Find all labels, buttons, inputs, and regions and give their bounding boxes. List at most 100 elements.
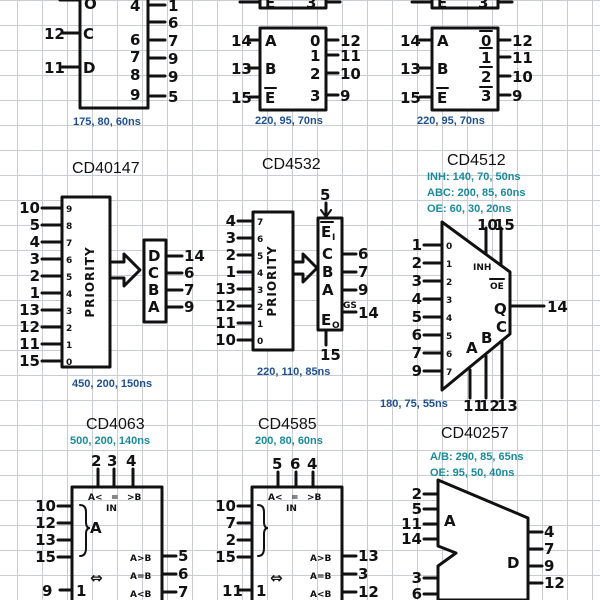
output-name: D — [148, 247, 160, 265]
input-name: 1 — [256, 582, 266, 600]
enable-out-label: E — [321, 311, 331, 329]
in-label: IN — [106, 504, 117, 514]
pin-number: 5 — [272, 455, 282, 473]
pin-number: 4 — [30, 233, 40, 251]
pin-number: 4 — [307, 455, 317, 473]
pin-number: 15 — [215, 548, 236, 566]
pin-number: 2 — [91, 452, 101, 470]
input-name: 7 — [257, 218, 263, 228]
oe-label: OE — [490, 282, 504, 292]
input-name: 0 — [446, 242, 452, 252]
pin-number: 9 — [412, 362, 422, 380]
output-name: C — [322, 245, 333, 263]
timing-label: 180, 75, 55ns — [380, 398, 448, 410]
pin-number: 11 — [215, 314, 236, 332]
pin-number: 3 — [478, 0, 488, 12]
timing-label: 220, 95, 70ns — [255, 115, 323, 127]
pin-number: 10 — [19, 199, 40, 217]
output-name: 9 — [130, 86, 140, 104]
input-name: A — [437, 32, 449, 50]
input-name: 9 — [66, 205, 72, 215]
input-name: E — [437, 0, 447, 12]
pin-number: 9 — [544, 557, 554, 575]
chip-body — [258, 26, 328, 112]
output-name: 1 — [310, 47, 320, 65]
chip-top-middle: E 3 14 A 13 B 15 E 0 12 1 11 2 10 3 9 22… — [231, 0, 361, 127]
flow-arrow — [110, 252, 142, 288]
chip-body — [70, 485, 164, 600]
output-name: A>B — [130, 554, 152, 564]
chip-top-right: E 3 14 A 13 B 15 E 0 12 1 11 2 10 3 9 22… — [400, 0, 533, 127]
pin-number: 5 — [412, 308, 422, 326]
output-name: A<B — [310, 590, 332, 600]
pin-number: 1 — [168, 0, 178, 15]
chip-body — [430, 26, 500, 112]
pin-number: 14 — [184, 247, 205, 265]
bus-brace — [257, 504, 269, 557]
output-name: C — [148, 264, 159, 282]
input-name: 7 — [66, 239, 72, 249]
output-name: 4 — [130, 0, 140, 15]
chip-body — [78, 0, 150, 110]
pin-number: 14 — [231, 32, 252, 50]
pin-number: 7 — [358, 263, 368, 281]
input-name: 8 — [66, 222, 72, 232]
priority-label: PRIORITY — [83, 246, 97, 317]
input-name: D — [83, 59, 95, 77]
pin-number: 12 — [35, 514, 56, 532]
output-pins: 5A>B6A=B7A<B — [130, 547, 188, 600]
input-name: 6 — [66, 256, 72, 266]
output-name: 0 — [310, 32, 320, 50]
select-label: C — [496, 318, 507, 336]
timing-label: OE: 95, 50, 40ns — [430, 467, 514, 479]
output-name: A — [148, 298, 160, 316]
chip-body — [60, 195, 112, 369]
input-name: 4 — [66, 290, 72, 300]
pin-number: 15 — [320, 346, 341, 364]
output-name: 3 — [310, 87, 320, 105]
pin-number: 9 — [168, 50, 178, 68]
pin-number: 12 — [340, 32, 361, 50]
input-name: A — [265, 32, 277, 50]
chip-cd4512: CD4512 INH: 140, 70, 50ns ABC: 200, 85, … — [380, 152, 568, 415]
input-name: E — [437, 89, 447, 107]
output-name: B — [322, 263, 333, 281]
output-name: A — [322, 281, 334, 299]
enable-in-sub: I — [332, 233, 335, 243]
q-label: Q — [494, 300, 507, 318]
input-name: O — [84, 0, 97, 13]
input-name: B — [265, 60, 276, 78]
priority-label: PRIORITY — [265, 245, 279, 316]
input-name: 3 — [257, 286, 263, 296]
input-name: 0 — [257, 337, 263, 347]
pin-number: 15 — [494, 216, 515, 234]
input-name: 3 — [66, 307, 72, 317]
input-name: 4 — [446, 314, 452, 324]
chip-top-left: 12 C 11 D O 4 1 6 6 7 7 9 8 9 9 5 175, 8… — [44, 0, 178, 128]
pin-number: 7 — [168, 32, 178, 50]
pin-number: 12 — [479, 397, 500, 415]
cmp-in-label: >B — [307, 493, 322, 503]
input-name: 3 — [446, 296, 452, 306]
mux-body — [436, 478, 530, 600]
pin-number: 2 — [412, 254, 422, 272]
pin-number: 11 — [401, 515, 422, 533]
pin-number: 3 — [412, 569, 422, 587]
chip-title: CD40147 — [72, 160, 140, 177]
pin-number: 4 — [126, 452, 136, 470]
chip-cd4063: CD4063 500, 200, 140ns 2 3 4 A< = >B IN … — [35, 416, 188, 600]
output-name: 2 — [481, 68, 491, 86]
pin-number: 7 — [544, 540, 554, 558]
pin-number: 6 — [184, 264, 194, 282]
pin-number: 6 — [358, 245, 368, 263]
pin-number: 9 — [42, 582, 52, 600]
pin-number: 9 — [358, 281, 368, 299]
a-label: A — [90, 519, 102, 537]
input-name: B — [437, 60, 448, 78]
output-name: A>B — [310, 554, 332, 564]
pin-number: 13 — [358, 547, 379, 565]
pin-number: 15 — [231, 89, 252, 107]
output-name: 6 — [130, 31, 140, 49]
